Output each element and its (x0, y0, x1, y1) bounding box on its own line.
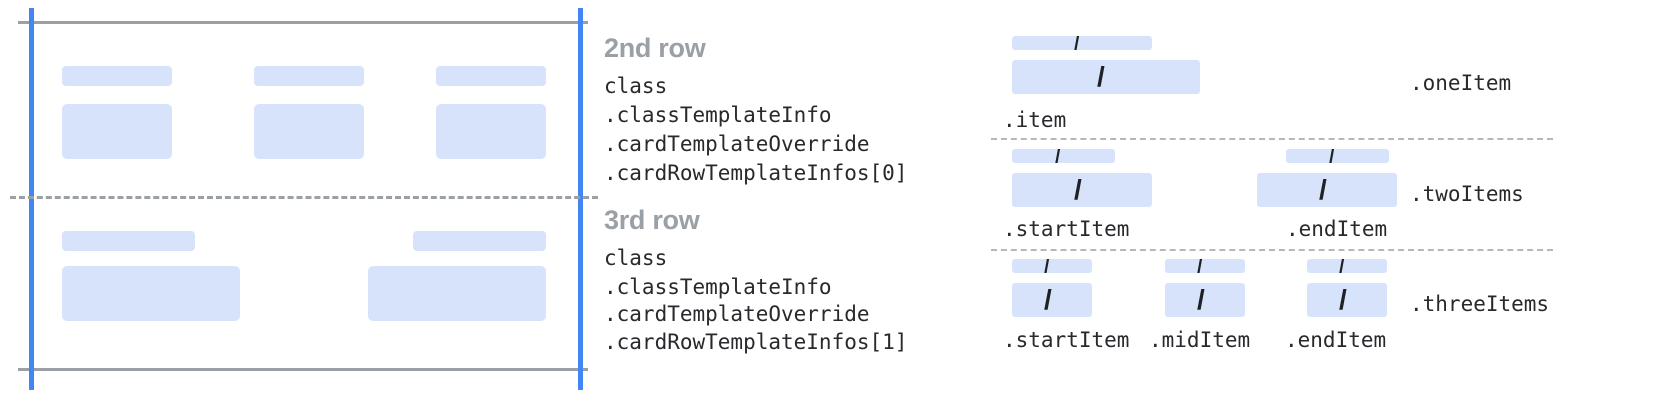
card-row-divider (10, 196, 598, 199)
annotation-0-line-0: class (604, 74, 668, 98)
one-item-label-slash: / (1074, 36, 1080, 50)
annotation-0-line-3: .cardRowTemplateInfos[0] (604, 161, 908, 185)
annotation-1-line-1: .classTemplateInfo (604, 275, 832, 299)
two-items-start-body-bar: / (1012, 173, 1152, 207)
two-items-start-caption: .startItem (1003, 217, 1130, 241)
two-items-end-body-slash: / (1319, 174, 1327, 205)
annotation-1-line-2: .cardTemplateOverride (604, 302, 870, 326)
two-items-variant-label: .twoItems (1410, 182, 1524, 206)
annotation-1-title: 3rd row (604, 205, 700, 235)
card-bottom-boundary-rule (18, 368, 588, 371)
two-items-end-body-bar: / (1257, 173, 1397, 207)
three-items-end-caption: .endItem (1285, 328, 1387, 352)
three-items-end-body-bar: / (1307, 283, 1387, 317)
two-items-end-label-slash: / (1329, 149, 1335, 163)
annotation-0-line-1: .classTemplateInfo (604, 103, 832, 127)
annotation-0-title: 2nd row (604, 33, 706, 63)
three-items-end-label-bar: / (1307, 259, 1387, 273)
two-items-start-label-bar: / (1012, 149, 1115, 163)
one-item-variant-label: .oneItem (1410, 71, 1512, 95)
row0-cell1-body-bar (254, 104, 364, 159)
three-items-mid-label-bar: / (1165, 259, 1245, 273)
three-items-end-body-slash: / (1339, 284, 1347, 315)
card-right-edge-guide (578, 8, 583, 390)
two-items-start-label-slash: / (1055, 149, 1061, 163)
row0-cell1-label-bar (254, 66, 364, 86)
three-items-variant-label: .threeItems (1410, 292, 1550, 316)
three-items-mid-caption: .midItem (1149, 328, 1251, 352)
row1-cell0-label-bar (62, 231, 195, 251)
three-items-end-label-slash: / (1339, 259, 1345, 273)
card-top-boundary-rule (18, 21, 588, 24)
row0-cell0-body-bar (62, 104, 172, 159)
three-items-start-caption: .startItem (1003, 328, 1130, 352)
three-items-mid-body-bar: / (1165, 283, 1245, 317)
three-items-mid-label-slash: / (1197, 259, 1203, 273)
three-items-start-label-slash: / (1044, 259, 1050, 273)
card-left-edge-guide (29, 8, 34, 390)
three-items-start-body-slash: / (1044, 284, 1052, 315)
row0-cell2-body-bar (436, 104, 546, 159)
row1-cell1-body-bar (368, 266, 546, 321)
one-item-label-bar: / (1012, 36, 1152, 50)
three-items-mid-body-slash: / (1197, 284, 1205, 315)
annotation-1-line-3: .cardRowTemplateInfos[1] (604, 330, 908, 354)
variant-separator-0 (991, 138, 1553, 140)
two-items-end-label-bar: / (1286, 149, 1389, 163)
annotation-0-line-2: .cardTemplateOverride (604, 132, 870, 156)
row1-cell0-body-bar (62, 266, 240, 321)
two-items-start-body-slash: / (1074, 174, 1082, 205)
one-item-caption: .item (1003, 108, 1067, 132)
row0-cell2-label-bar (436, 66, 546, 86)
one-item-body-bar: / (1012, 60, 1200, 94)
three-items-start-body-bar: / (1012, 283, 1092, 317)
variant-separator-1 (991, 249, 1553, 251)
one-item-body-slash: / (1097, 61, 1105, 92)
row0-cell0-label-bar (62, 66, 172, 86)
two-items-end-caption: .endItem (1286, 217, 1388, 241)
row1-cell1-label-bar (413, 231, 546, 251)
three-items-start-label-bar: / (1012, 259, 1092, 273)
annotation-1-line-0: class (604, 246, 668, 270)
